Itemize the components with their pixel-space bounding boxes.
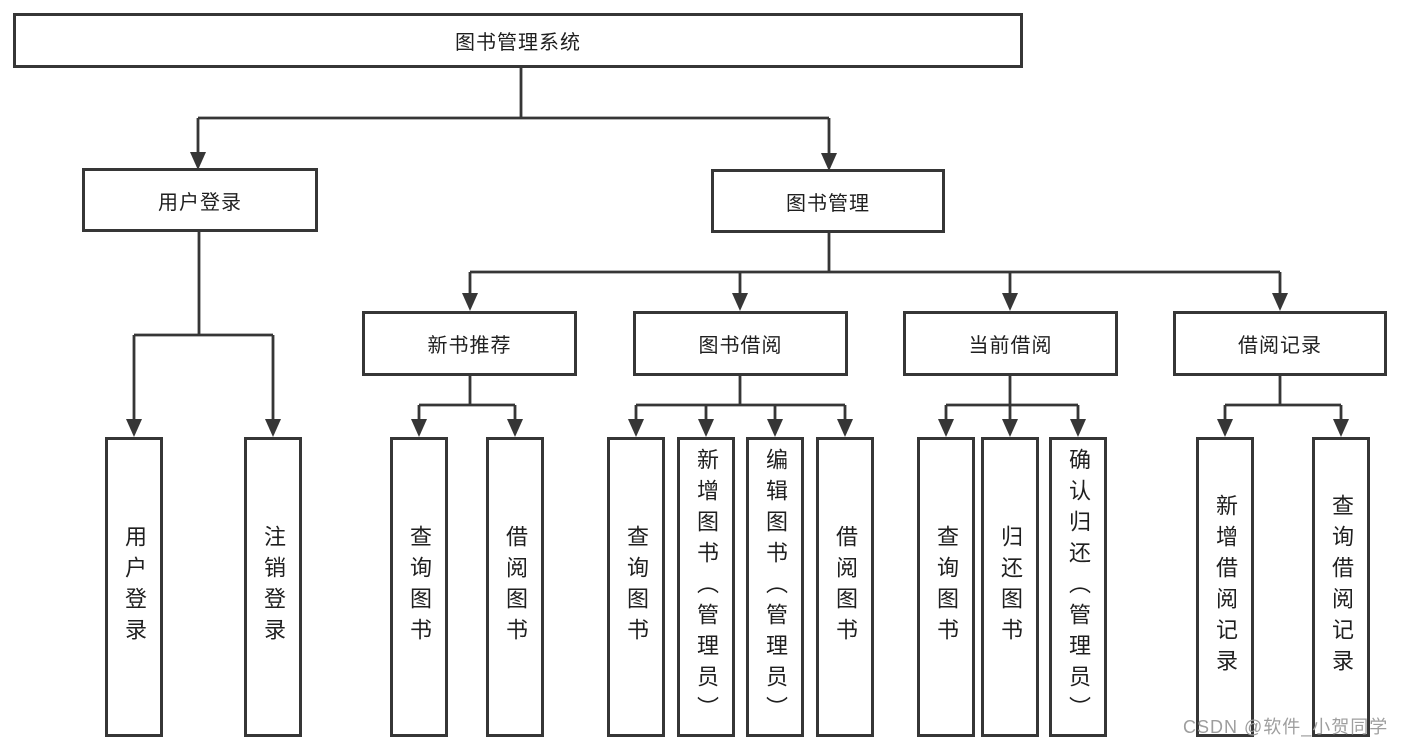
node-user-login: 用户登录 <box>82 168 318 232</box>
node-book-borrowing: 图书借阅 <box>633 311 848 376</box>
node-leaf-query-books-2: 查询图书 <box>607 437 665 737</box>
node-current-borrowing: 当前借阅 <box>903 311 1118 376</box>
arrowhead-group <box>126 152 1349 437</box>
node-leaf-logout: 注销登录 <box>244 437 302 737</box>
node-leaf-add-borrow-record: 新增借阅记录 <box>1196 437 1254 737</box>
node-leaf-query-borrow-record: 查询借阅记录 <box>1312 437 1370 737</box>
node-leaf-borrow-books-1: 借阅图书 <box>486 437 544 737</box>
node-leaf-user-login: 用户登录 <box>105 437 163 737</box>
node-leaf-borrow-books-2: 借阅图书 <box>816 437 874 737</box>
node-leaf-query-books-3: 查询图书 <box>917 437 975 737</box>
node-new-book-recommendation: 新书推荐 <box>362 311 577 376</box>
node-leaf-return-books: 归还图书 <box>981 437 1039 737</box>
node-leaf-confirm-return-admin: 确认归还（管理员） <box>1049 437 1107 737</box>
csdn-watermark: CSDN @软件_小贺同学 <box>1183 717 1389 737</box>
node-leaf-add-book-admin: 新增图书（管理员） <box>677 437 735 737</box>
node-book-management: 图书管理 <box>711 169 945 233</box>
node-leaf-query-books-1: 查询图书 <box>390 437 448 737</box>
node-library-management-system: 图书管理系统 <box>13 13 1023 68</box>
node-leaf-edit-book-admin: 编辑图书（管理员） <box>746 437 804 737</box>
node-borrowing-records: 借阅记录 <box>1173 311 1387 376</box>
